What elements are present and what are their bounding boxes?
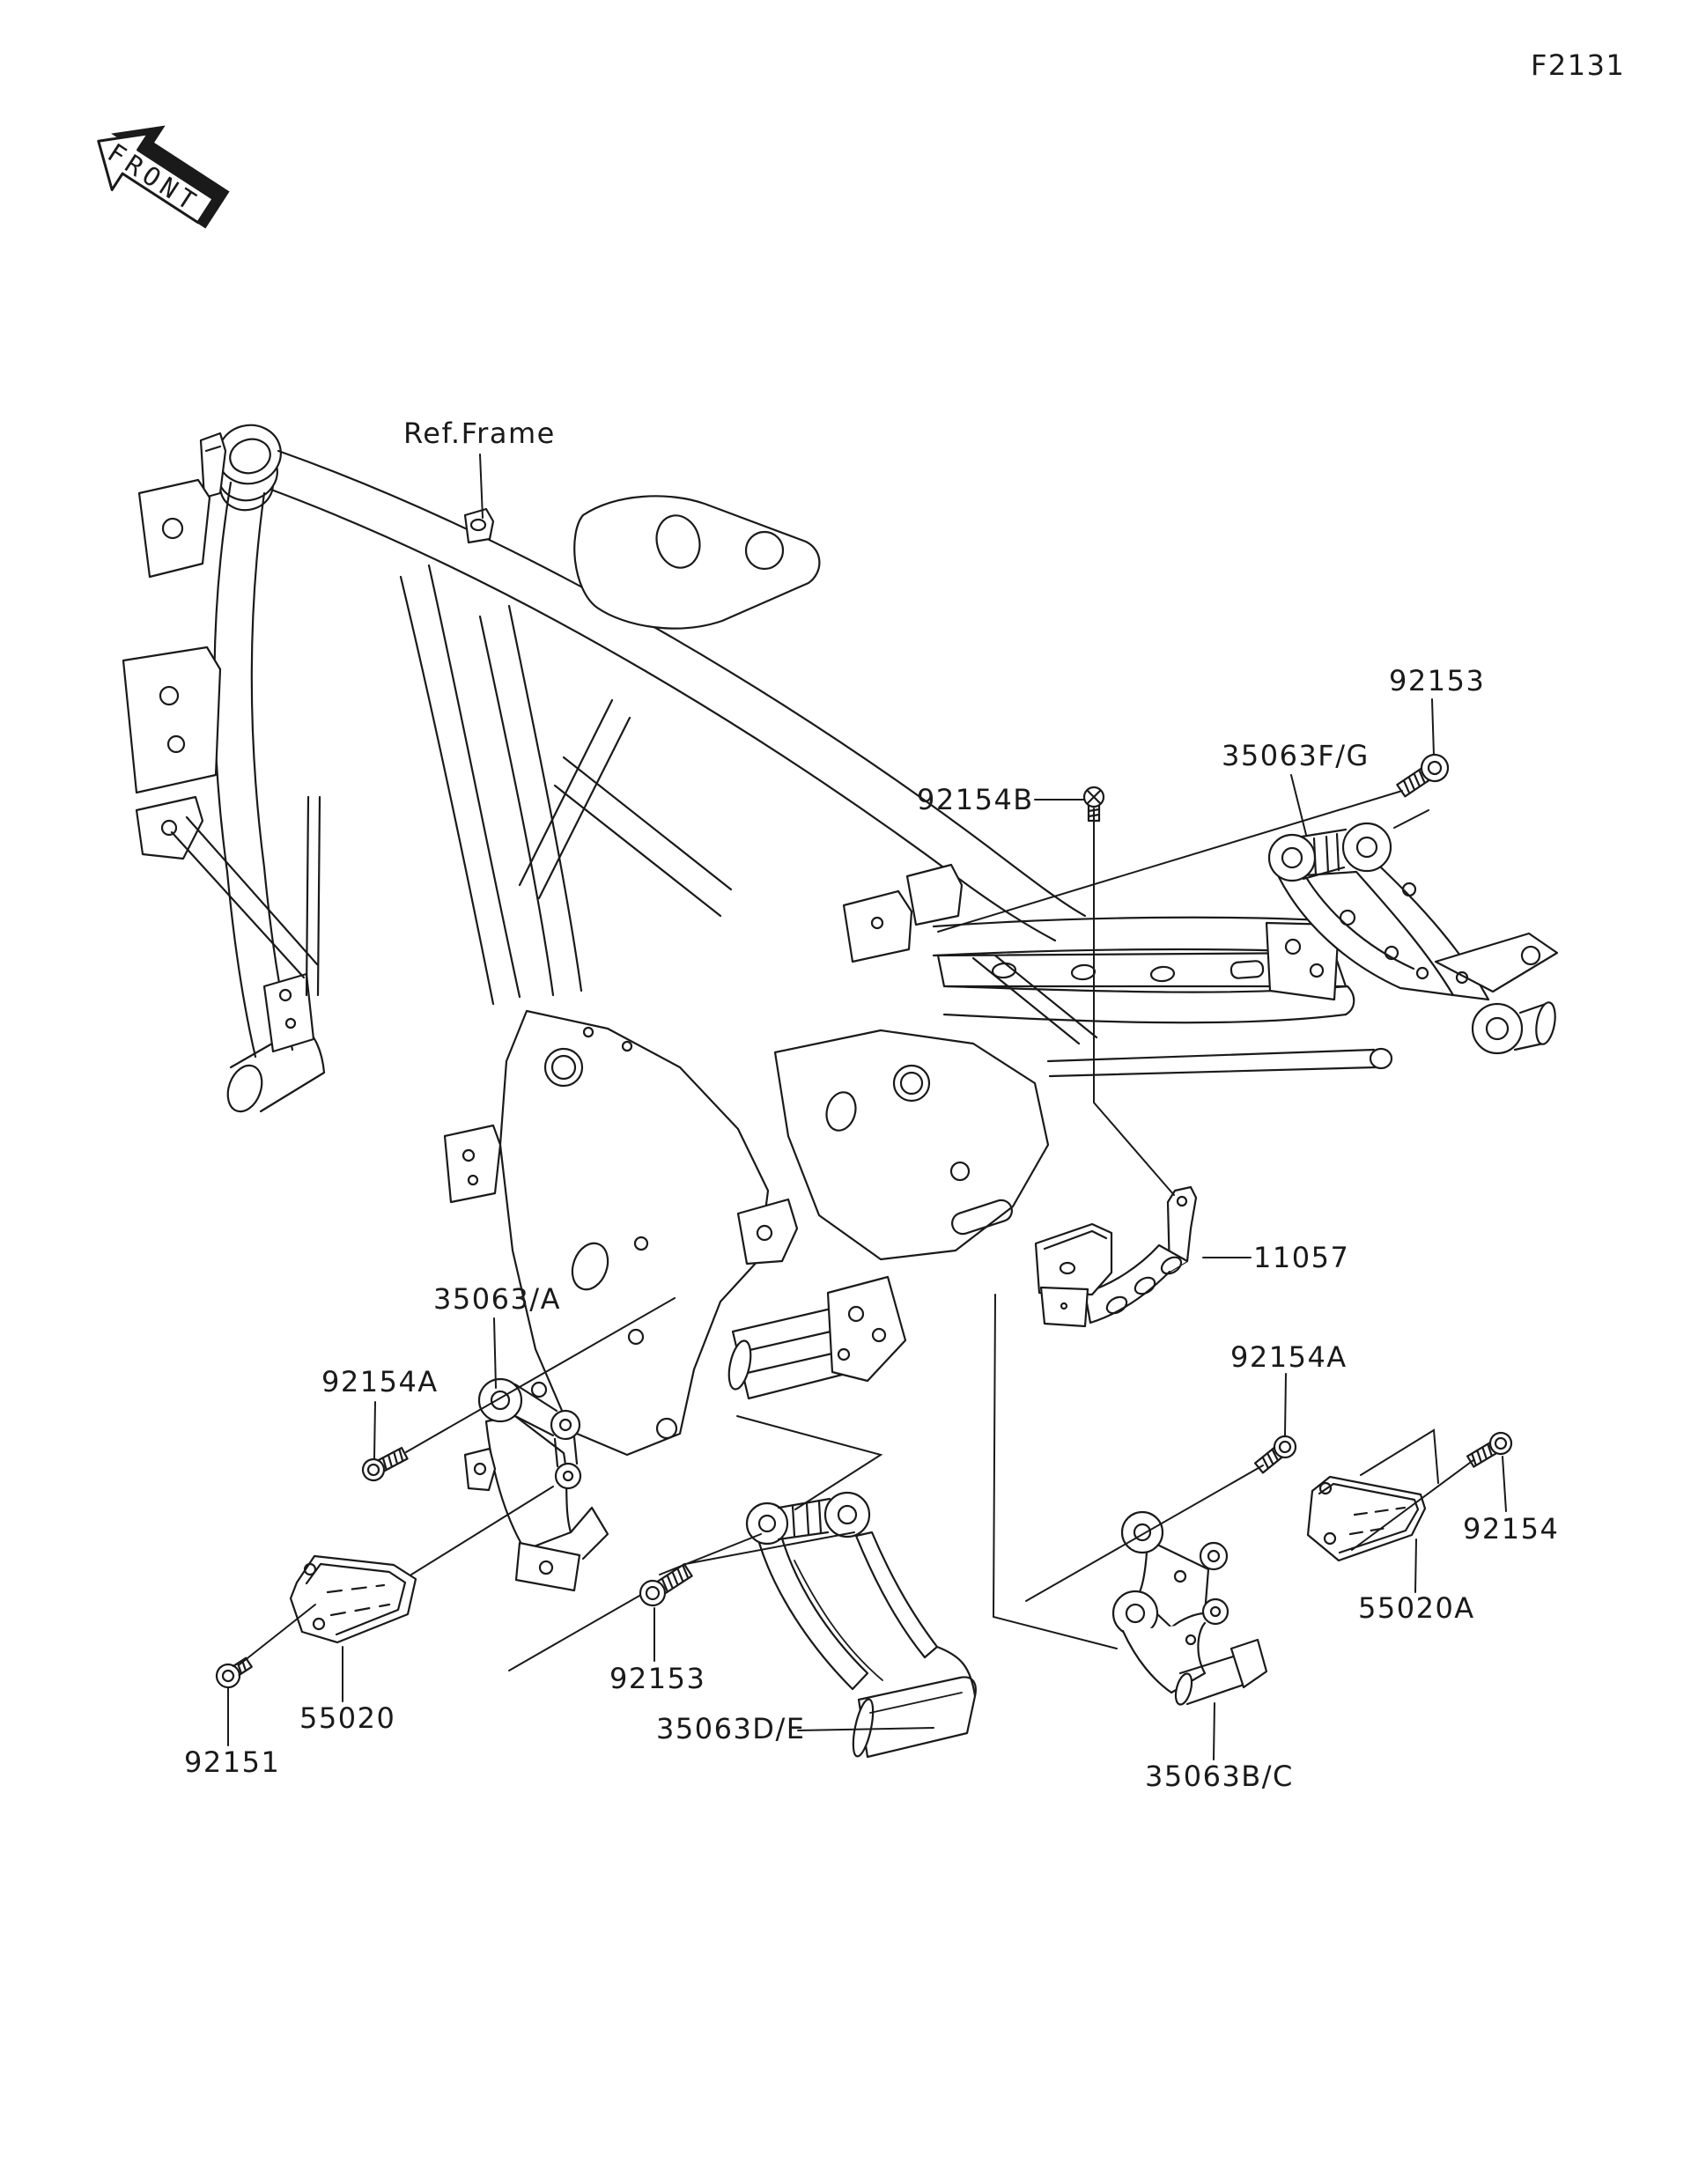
ref-frame-label: Ref.Frame: [403, 417, 556, 450]
part-35063de-art: [745, 1491, 977, 1759]
part-35063a-art: [463, 1377, 609, 1592]
callout-92153-upper: 92153: [1389, 664, 1486, 697]
bolt-92154a-left: [361, 1446, 409, 1482]
witness-35063bc: [992, 1294, 1118, 1649]
part-11057-art: [1034, 1185, 1198, 1328]
leader-35063a: [493, 1317, 497, 1389]
witness-35063de: [736, 1415, 883, 1510]
bolt-92154: [1466, 1431, 1513, 1468]
leader-55020a: [1414, 1538, 1417, 1593]
witness-92154a-right: [1025, 1428, 1439, 1602]
witness-92153-upper: [937, 790, 1429, 933]
part-55020a-art: [1306, 1475, 1427, 1562]
front-arrow-face: [97, 132, 215, 225]
frame-art: [122, 424, 1393, 1457]
witness-55020: [410, 1486, 554, 1575]
callout-92154b: 92154B: [917, 783, 1034, 816]
callout-92151: 92151: [184, 1745, 281, 1779]
callout-92154a-right: 92154A: [1230, 1340, 1348, 1374]
callout-35063bc: 35063B/C: [1145, 1760, 1294, 1793]
leader-92154: [1502, 1456, 1507, 1512]
witness-92154a-left: [405, 1297, 676, 1453]
leader-92154a-left: [373, 1401, 376, 1459]
part-55020-art: [289, 1554, 417, 1644]
leader-35063fg: [1290, 774, 1307, 836]
callout-35063de: 35063D/E: [656, 1712, 806, 1745]
bolt-92154a-right: [1253, 1435, 1297, 1474]
callout-11057: 11057: [1253, 1241, 1350, 1274]
callout-55020a: 55020A: [1358, 1591, 1475, 1625]
callout-92154a-left: 92154A: [321, 1365, 439, 1398]
screw-92154b: [1082, 786, 1105, 823]
leader-92153-upper: [1431, 698, 1435, 756]
witness-92153-lower: [508, 1531, 855, 1671]
leader-35063bc: [1213, 1702, 1215, 1760]
callout-35063a: 35063/A: [433, 1282, 561, 1316]
witness-92154: [1351, 1459, 1474, 1551]
callout-35063fg: 35063F/G: [1222, 739, 1370, 772]
bolt-92153-lower: [639, 1563, 693, 1607]
callout-92153-lower: 92153: [609, 1662, 706, 1695]
leader-35063de: [797, 1727, 934, 1731]
part-35063fg-art: [1267, 822, 1559, 1055]
leader-92154a-right: [1284, 1373, 1287, 1436]
callout-55020: 55020: [299, 1701, 396, 1735]
callout-92154: 92154: [1463, 1512, 1560, 1546]
bolt-92151: [215, 1656, 253, 1689]
leader-ref-frame: [479, 454, 484, 519]
part-35063bc-art: [1111, 1510, 1268, 1706]
witness-92154b: [1093, 808, 1175, 1196]
figure-code: F2131: [1531, 48, 1626, 82]
witness-92151: [239, 1604, 316, 1665]
bolt-92153-upper: [1396, 753, 1450, 798]
